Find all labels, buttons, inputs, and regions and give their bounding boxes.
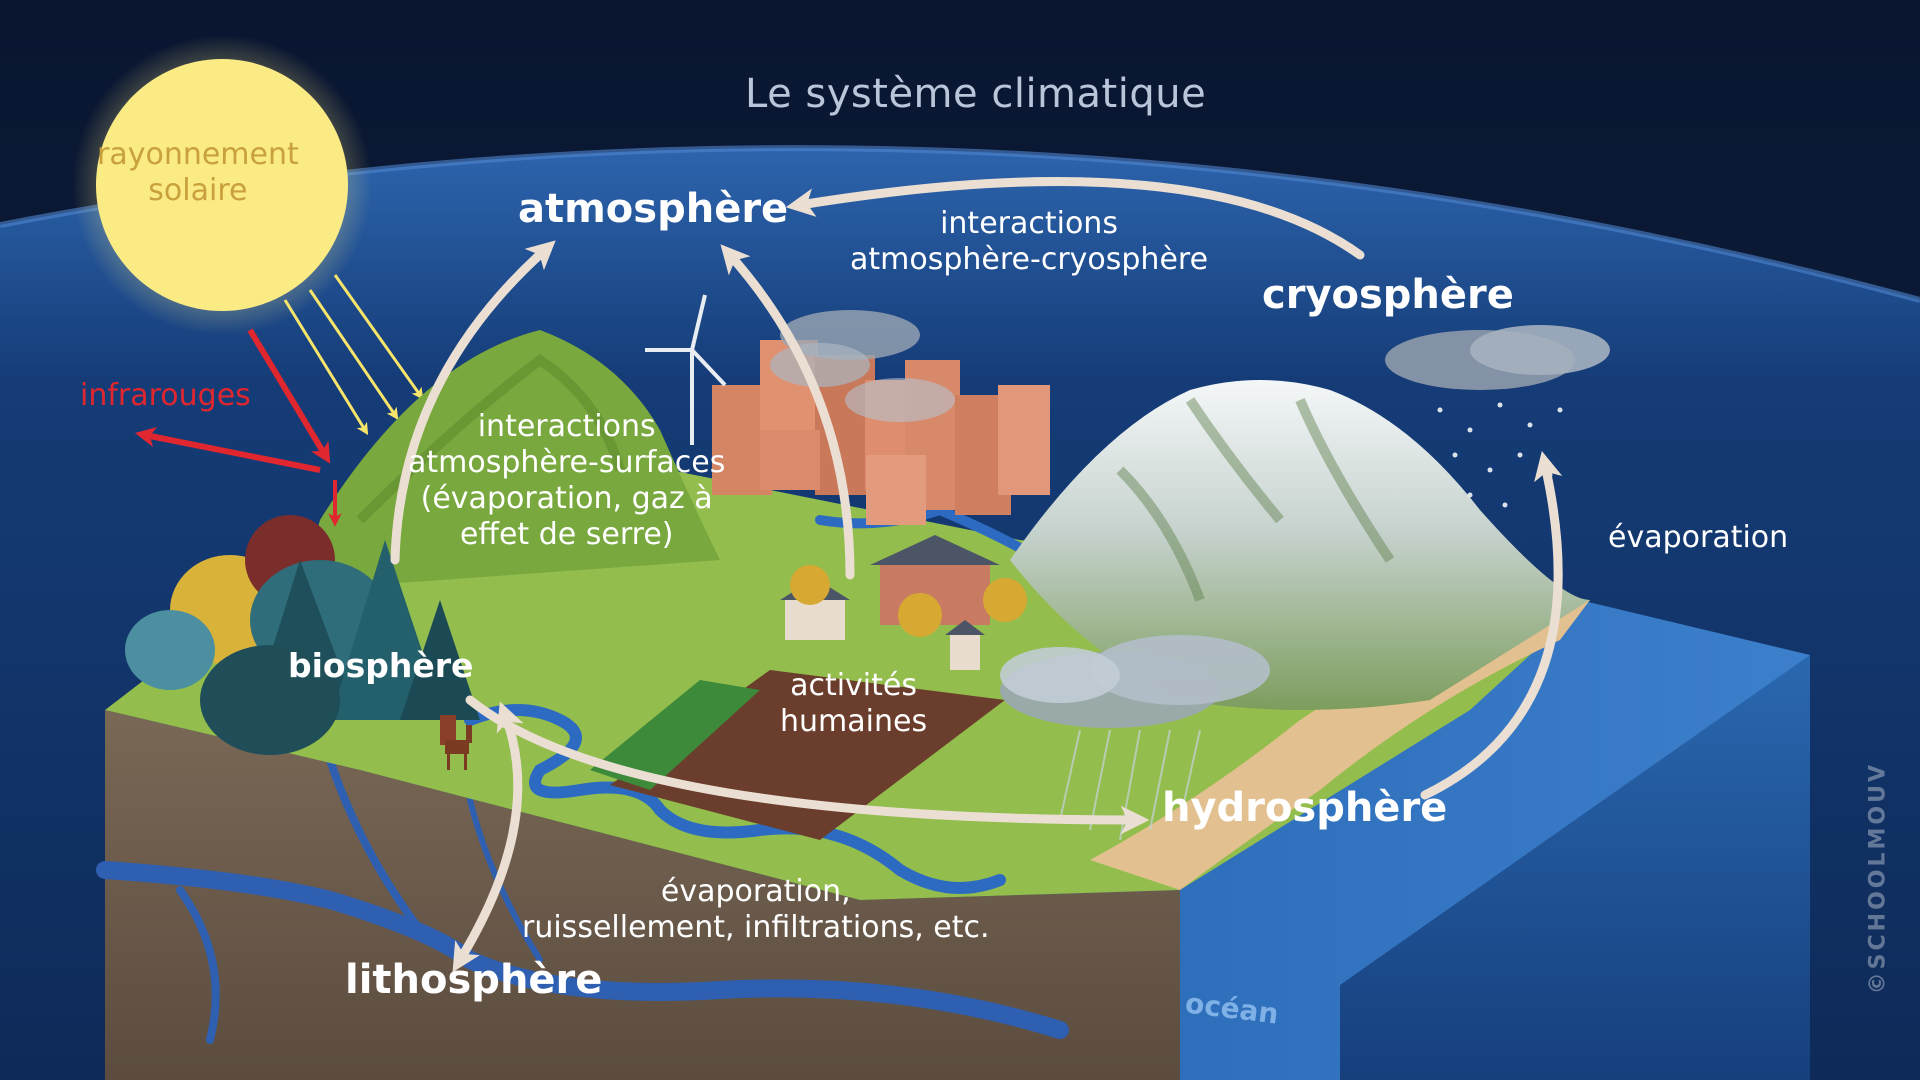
infrared-arrows [134,328,342,527]
atm-surf-line3: (évaporation, gaz à [420,481,713,516]
ground-line1: évaporation, [660,874,851,909]
sun-label-line2: solaire [148,173,248,208]
deer [445,725,472,770]
atm-surf-line2: atmosphère-surfaces [408,445,726,480]
human-activities-label: activités humaines [780,668,927,740]
sun [96,59,348,311]
green-hill [300,330,720,590]
snow-cloud [1385,325,1610,508]
atm-surf-line4: effet de serre) [459,517,674,552]
hydrosphere-label: hydrosphère [1162,785,1448,831]
ocean-block [1040,600,1810,1080]
wind-turbine [645,294,727,445]
sun-label-line1: rayonnement [97,137,299,172]
credit-watermark: ©SCHOOLMOUV [1865,762,1890,995]
crop-rows [590,680,760,790]
diagram-title: Le système climatique [745,71,1207,117]
cryosphere-label: cryosphère [1262,272,1514,318]
atm-cryo-line2: atmosphère-cryosphère [850,242,1209,277]
infrared-label: infrarouges [80,378,251,413]
sun-label: rayonnement solaire [97,137,299,209]
atm-cryo-interactions-label: interactions atmosphère-cryosphère [850,206,1208,278]
atmosphere-label: atmosphère [518,186,789,232]
village-trees [790,565,1027,637]
atm-surf-line1: interactions [477,409,656,444]
atm-surface-interactions-label: interactions atmosphère-surfaces (évapor… [408,409,725,553]
ground-line2: ruissellement, infiltrations, etc. [522,910,990,945]
plowed-field [610,670,1005,840]
evaporation-label: évaporation [1608,520,1789,555]
lithosphere-label: lithosphère [345,957,603,1003]
ground-interactions-label: évaporation, ruissellement, infiltration… [522,874,990,946]
interaction-arrows [390,177,1563,973]
human-line1: activités [790,668,917,703]
solar-rays [283,274,424,436]
rain-cloud [1000,635,1270,841]
biosphere-label: biosphère [288,646,474,685]
snowy-mountain [1010,380,1590,710]
human-line2: humaines [780,704,928,739]
atm-cryo-line1: interactions [940,206,1118,241]
forest [125,515,480,755]
